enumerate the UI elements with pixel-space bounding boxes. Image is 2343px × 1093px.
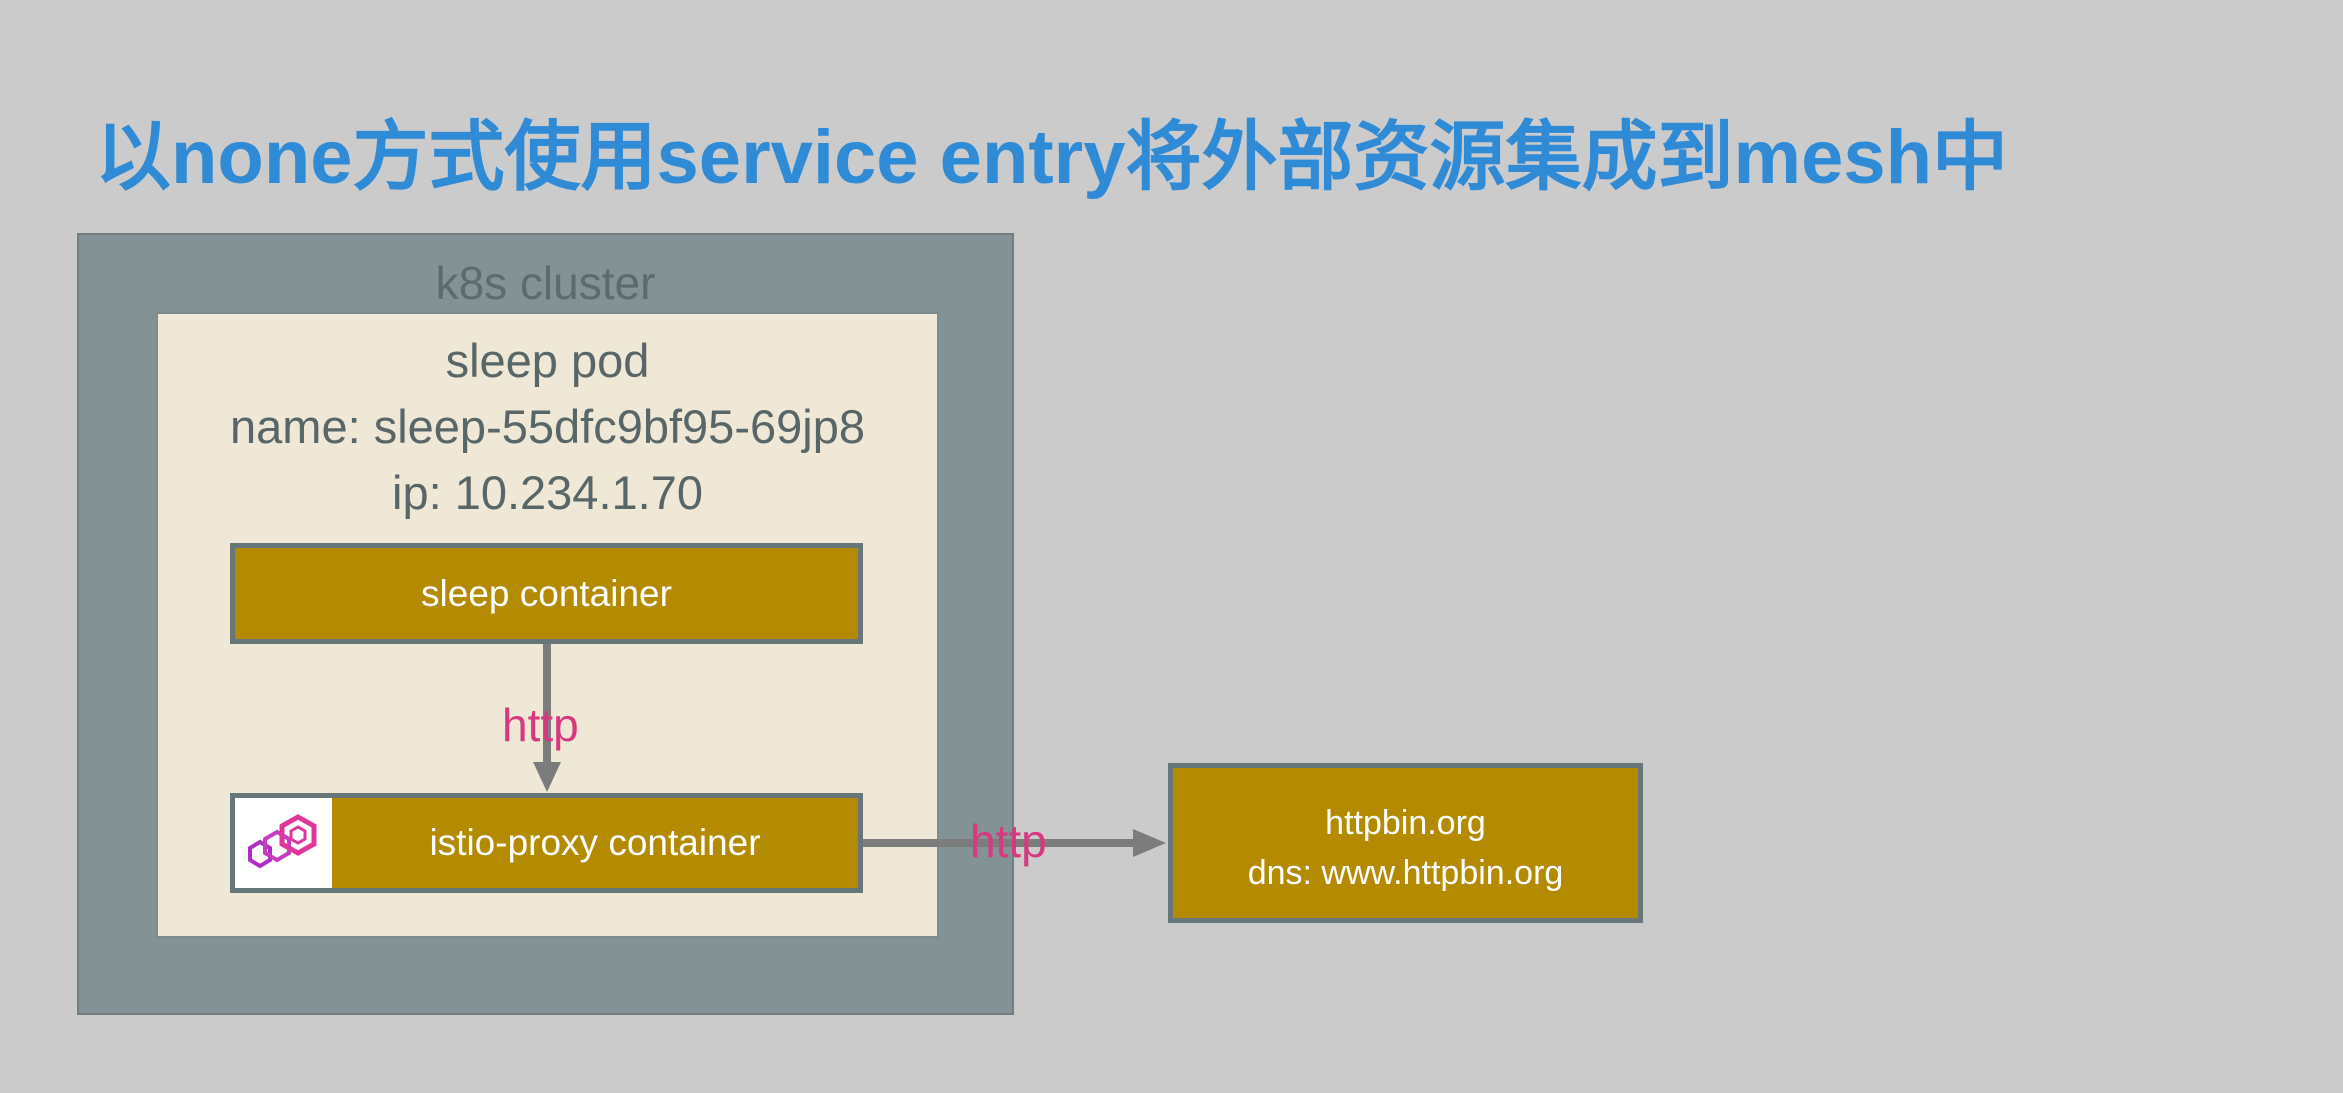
diagram-title: 以none方式使用service entry将外部资源集成到mesh中 — [95, 115, 2009, 200]
k8s-cluster-label: k8s cluster — [435, 257, 656, 309]
http-label-external: http — [970, 815, 1047, 867]
proxy-to-httpbin-arrowhead — [1133, 829, 1166, 857]
pod-title: sleep pod — [445, 334, 650, 387]
http-label-internal: http — [502, 699, 579, 751]
sleep-to-proxy-arrowhead — [533, 762, 561, 792]
istio-envoy-logo-icon — [235, 798, 332, 888]
httpbin-external-box: httpbin.org dns: www.httpbin.org — [1168, 763, 1643, 923]
sleep-container-box: sleep container — [230, 543, 863, 644]
sleep-container-label: sleep container — [421, 573, 672, 614]
httpbin-dns: dns: www.httpbin.org — [1247, 854, 1564, 892]
pod-ip: ip: 10.234.1.70 — [392, 466, 703, 519]
httpbin-host: httpbin.org — [1325, 804, 1486, 842]
pod-name: name: sleep-55dfc9bf95-69jp8 — [230, 400, 865, 453]
istio-proxy-container-label: istio-proxy container — [429, 822, 761, 863]
istio-proxy-container-box: istio-proxy container — [230, 793, 863, 893]
